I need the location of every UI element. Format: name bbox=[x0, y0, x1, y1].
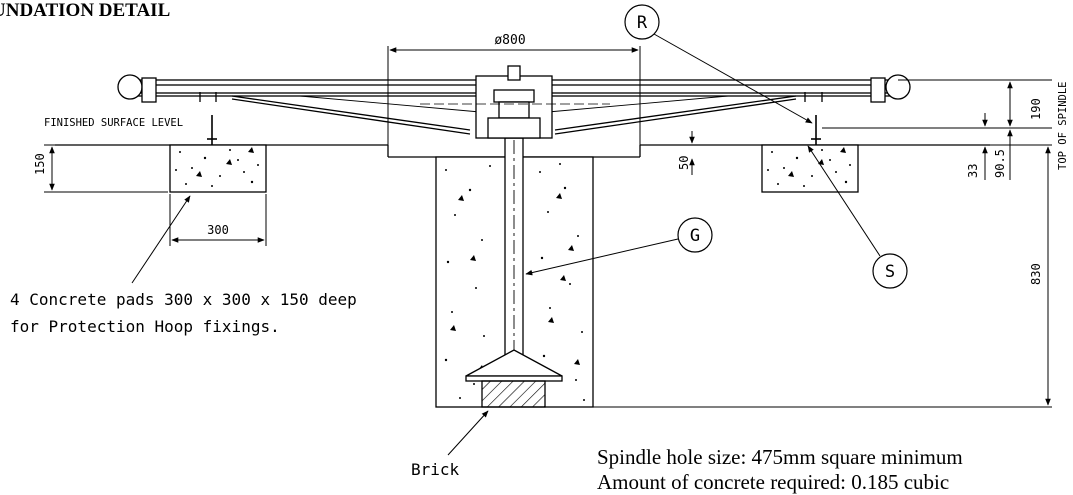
right-dimensions bbox=[593, 79, 1052, 408]
spec-notes: Spindle hole size: 475mm square minimum … bbox=[597, 445, 963, 495]
callout-s-label: S bbox=[885, 262, 895, 282]
spindle bbox=[465, 137, 563, 382]
pads-note-line1: 4 Concrete pads 300 x 300 x 150 deep bbox=[10, 290, 357, 309]
callout-g-label: G bbox=[690, 226, 700, 246]
drawing-title: UNDATION DETAIL bbox=[0, 0, 171, 21]
dim-90-5-label: 90.5 bbox=[993, 149, 1007, 178]
top-of-spindle-label: TOP OF SPINDLE bbox=[1057, 81, 1069, 170]
finished-surface-label: FINISHED SURFACE LEVEL bbox=[44, 117, 183, 129]
pads-note-line2: for Protection Hoop fixings. bbox=[10, 317, 280, 336]
left-pad-aggregate bbox=[175, 147, 259, 187]
brick bbox=[481, 380, 546, 408]
dim-190-label: 190 bbox=[1029, 98, 1043, 120]
fixing-posts bbox=[207, 115, 821, 145]
dim-150-label: 150 bbox=[33, 153, 47, 175]
spec-line-1: Spindle hole size: 475mm square minimum bbox=[597, 445, 963, 469]
pads-leader bbox=[131, 195, 191, 284]
pad-width-dimension bbox=[169, 194, 267, 246]
dim-33-label: 33 bbox=[966, 164, 980, 178]
callout-r-label: R bbox=[637, 13, 648, 33]
callout-s bbox=[807, 145, 908, 289]
pads-note: 4 Concrete pads 300 x 300 x 150 deep for… bbox=[10, 286, 357, 340]
callout-r bbox=[624, 4, 813, 124]
roundabout-frame bbox=[117, 65, 911, 139]
dim-50-label: 50 bbox=[677, 156, 691, 170]
left-concrete-pad bbox=[169, 144, 267, 193]
callout-g bbox=[525, 217, 713, 276]
dim-300-label: 300 bbox=[207, 223, 229, 237]
right-concrete-pad bbox=[761, 144, 859, 193]
diameter-dimension bbox=[387, 46, 641, 145]
brick-leader bbox=[447, 410, 489, 456]
dim-830-label: 830 bbox=[1029, 263, 1043, 285]
pad-depth-dimension bbox=[44, 144, 168, 193]
spec-line-2: Amount of concrete required: 0.185 cubic bbox=[597, 470, 950, 494]
brick-label: Brick bbox=[411, 460, 460, 479]
diameter-label: ø800 bbox=[494, 33, 525, 48]
foundation-detail-drawing: ø800 FINISHED SURFACE LEVEL 150 300 50 1… bbox=[33, 4, 1069, 479]
